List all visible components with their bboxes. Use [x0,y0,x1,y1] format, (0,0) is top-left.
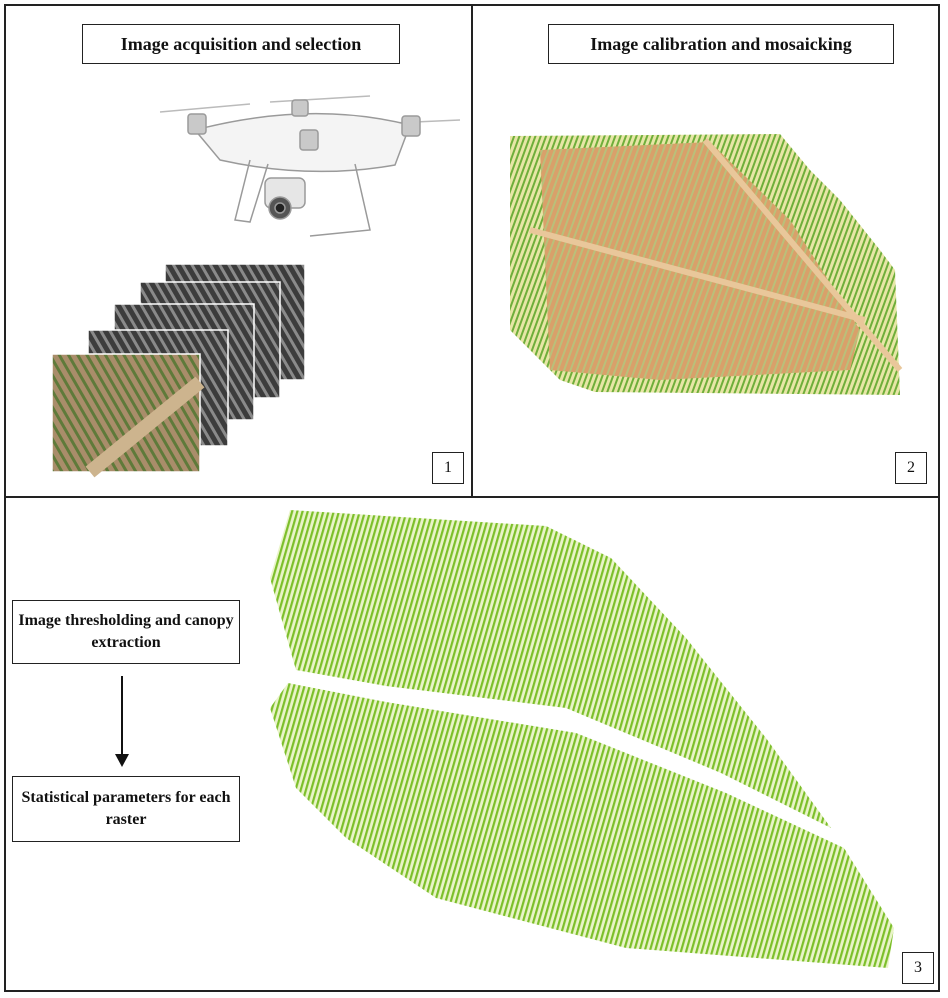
panel3-number: 3 [902,952,934,984]
step-statistics: Statistical parameters for each raster [12,776,240,842]
image-stack [51,263,306,478]
panel1-title: Image acquisition and selection [82,24,400,64]
panel2-number: 2 [895,452,927,484]
flow-arrow [115,676,129,767]
panel-divider-horizontal [4,496,940,498]
step-thresholding: Image thresholding and canopy extraction [12,600,240,664]
panel-divider-vertical [471,4,473,498]
canopy-extraction-map [270,510,894,968]
drone-illustration [159,95,461,237]
orthomosaic-map [510,134,903,395]
panel2-title: Image calibration and mosaicking [548,24,894,64]
panel1-number: 1 [432,452,464,484]
